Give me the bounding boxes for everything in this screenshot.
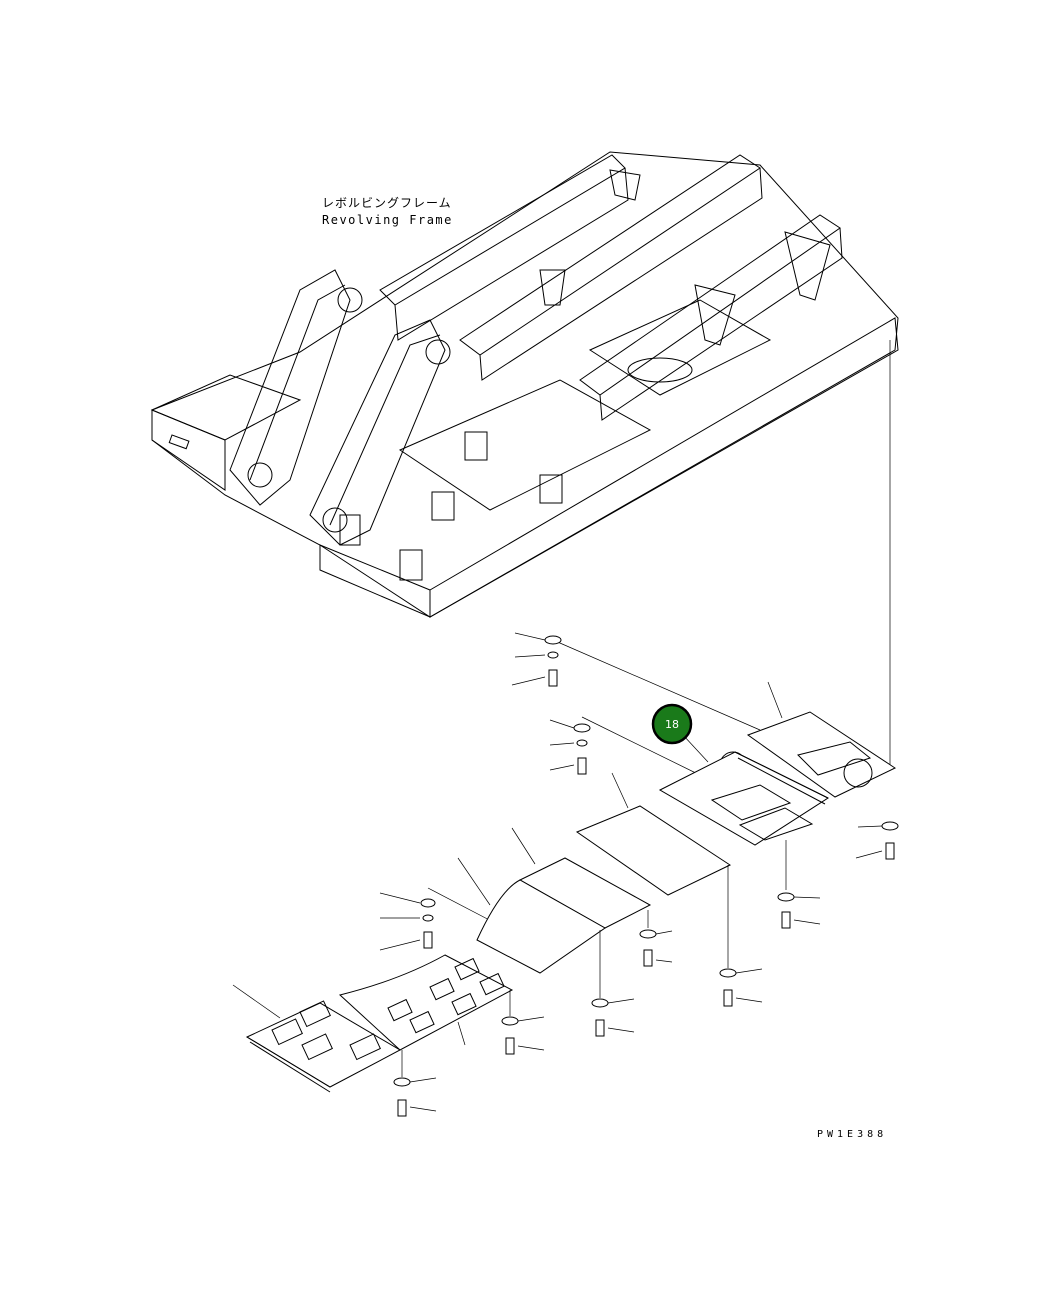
fastener-set-1 [511,632,562,687]
callout-18[interactable]: 18 [651,703,709,763]
cover-plate-c [575,772,732,896]
cover-plate-e [457,857,606,974]
fastener-set-7 [719,865,763,1007]
fastener-set-4 [777,840,821,929]
cover-plate-g [232,984,402,1093]
cover-plates [232,681,897,1093]
fastener-set-2 [549,719,591,775]
fasteners [379,632,899,1117]
cover-plate-f [338,954,514,1051]
callout-number[interactable]: 18 [665,718,679,731]
fastener-set-8 [591,930,635,1037]
fastener-set-6 [639,910,673,967]
fastener-set-10 [393,1050,437,1117]
frame-label-en: Revolving Frame [322,213,453,227]
frame-leader-lines [427,340,891,925]
drawing-code: PW1E388 [817,1129,887,1140]
cover-plate-b [658,751,830,846]
callout-badge[interactable] [651,703,693,745]
fastener-set-9 [501,990,545,1055]
revolving-frame-drawing [150,151,899,618]
fastener-set-3 [855,821,899,860]
frame-label-jp: レボルビングフレーム [322,196,452,210]
fastener-set-5 [379,892,436,951]
frame-label: レボルビングフレーム Revolving Frame [322,196,453,227]
